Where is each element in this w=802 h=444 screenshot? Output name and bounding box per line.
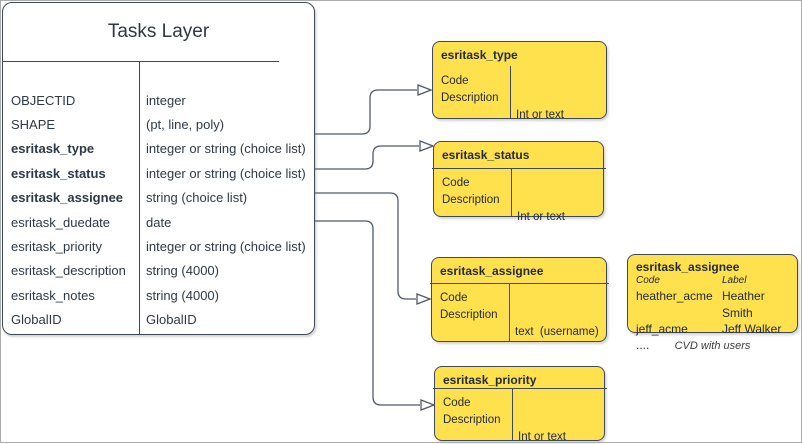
arrowhead-esritask-priority <box>420 399 436 411</box>
domain-title: esritask_assignee <box>440 264 544 278</box>
cvd-label: Heather Smith <box>722 289 765 320</box>
column-divider <box>512 388 513 440</box>
domain-box-esritask-priority[interactable]: esritask_priority Code Description Int o… <box>433 366 607 443</box>
connector-esritask-type <box>314 89 417 135</box>
domain-box-esritask-type[interactable]: esritask_type Code Description Int or te… <box>432 41 607 172</box>
cvd-title: esritask_assignee <box>636 260 740 274</box>
column-divider <box>511 168 512 216</box>
cvd-col-header: Code <box>636 275 660 286</box>
column-divider <box>139 61 140 334</box>
domain-box-esritask-status[interactable]: esritask_status Code Description Int or … <box>432 141 606 274</box>
domain-keys: Code Description <box>440 292 498 321</box>
domain-title: esritask_status <box>442 148 530 162</box>
cvd-col-header: Label <box>722 275 747 286</box>
connector-esritask-status <box>314 145 419 170</box>
domain-keys: Code Description <box>443 397 501 426</box>
cvd-code: heather_acme <box>636 289 713 303</box>
arrowhead-esritask-status <box>419 140 435 152</box>
domain-box-esritask-assignee[interactable]: esritask_assignee Code Description text … <box>430 257 609 389</box>
cvd-table: Code Label heather_acme Heather Smith je… <box>636 274 789 338</box>
domain-values: Int or text text (255) <box>517 211 566 274</box>
tasks-layer-title: Tasks Layer <box>107 21 210 42</box>
title-divider <box>430 283 609 284</box>
column-divider <box>510 66 511 118</box>
title-divider <box>432 168 606 169</box>
connector-esritask-priority <box>314 220 420 406</box>
domain-values: Int or text text (255) <box>516 109 565 172</box>
column-divider <box>509 283 510 341</box>
cvd-ellipsis: .... <box>636 337 650 352</box>
domain-keys: Code Description <box>442 177 500 206</box>
title-divider <box>433 388 607 389</box>
cvd-label: Jeff Walker <box>722 322 782 336</box>
domain-title: esritask_type <box>441 48 518 62</box>
domain-keys: Code Description <box>441 75 499 104</box>
domain-title: esritask_priority <box>443 373 537 387</box>
cvd-caption: CVD with users <box>674 340 751 352</box>
field-row: SHAPE(pt, line, poly) <box>11 117 225 133</box>
cvd-code: jeff_acme <box>636 322 688 336</box>
title-divider <box>3 61 279 62</box>
arrowhead-esritask-assignee <box>416 293 432 305</box>
domain-values: Int or text text (255) <box>518 431 566 443</box>
connector-esritask-assignee <box>314 192 416 300</box>
cvd-box-esritask-assignee[interactable]: esritask_assignee Code Label heather_acm… <box>627 254 798 352</box>
domain-values: text (username) text (255) <box>515 326 599 389</box>
arrowhead-esritask-type <box>417 84 433 96</box>
